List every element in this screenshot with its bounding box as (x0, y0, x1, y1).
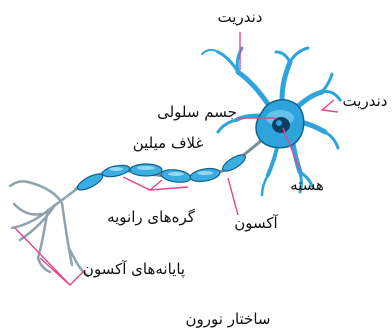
myelin-segment (75, 171, 104, 193)
label-ranvier-nodes: گره‌های رانویه (107, 208, 196, 226)
label-axon-terminals: پایانه‌های آکسون (83, 260, 185, 279)
label-nucleus: هسته (290, 176, 324, 194)
label-dendrite-right: دندریت (343, 92, 388, 110)
diagram-caption: ساختار نورون (186, 310, 271, 328)
myelin-segment (220, 152, 247, 174)
label-myelin-sheath: غلاف میلین (133, 134, 204, 152)
label-axon: آکسون (234, 214, 278, 232)
axon-terminal-branches (10, 181, 88, 276)
label-dendrite-top: دندریت (218, 8, 263, 26)
pointer-axon (228, 178, 238, 215)
nucleus (272, 117, 290, 133)
pointer-dendrite-right (322, 100, 338, 112)
label-cell-body: جسم سلولی (157, 103, 237, 121)
